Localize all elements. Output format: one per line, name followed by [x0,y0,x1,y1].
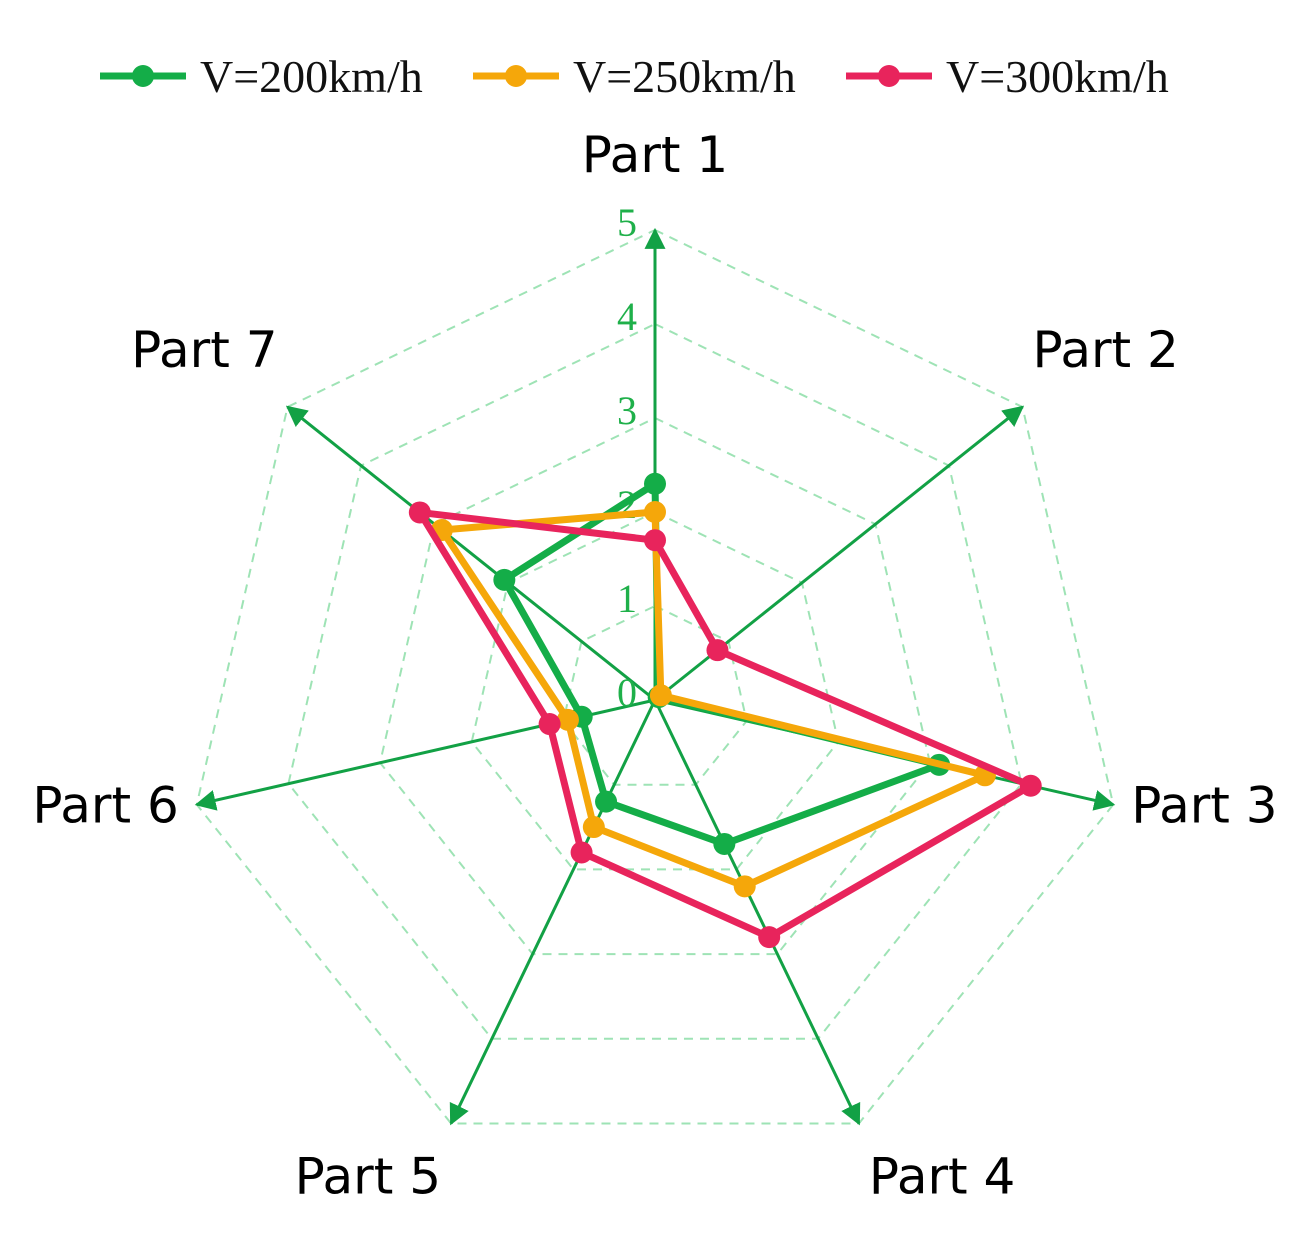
series-3-point-2 [706,639,729,662]
axis-7 [285,405,656,702]
category-label-2: Part 2 [1032,321,1178,379]
legend-label-3: V=300km/h [946,51,1169,102]
category-label-5: Part 5 [295,1147,441,1205]
series-2-point-5 [582,816,605,839]
category-label-1: Part 1 [582,126,728,184]
series-group [408,472,1042,949]
tick-label-0: 0 [617,670,637,715]
legend-marker-2 [505,65,527,87]
series-2-point-4 [733,875,756,898]
series-1-point-1 [644,472,666,495]
legend: V=200km/h V=250km/h V=300km/h [100,51,1169,102]
grid-ring-3 [378,416,932,956]
series-line-2 [438,508,989,890]
series-2-point-2 [649,684,672,707]
axis-4 [653,699,861,1126]
series-3-point-3 [1019,774,1042,797]
grid-ring-4 [287,322,1023,1040]
legend-label-1: V=200km/h [200,51,423,102]
series-3-point-4 [758,926,781,949]
radar-grid [195,228,1115,1125]
series-1-point-7 [493,568,516,591]
category-label-7: Part 7 [131,321,277,379]
category-label-3: Part 3 [1131,777,1277,835]
legend-label-2: V=250km/h [573,51,796,102]
category-labels: Part 1 Part 2 Part 3 Part 4 Part 5 Part 6 Part… [32,126,1277,1205]
grid-ring-5 [195,228,1115,1125]
legend-marker-1 [132,65,154,87]
series-2-point-6 [556,708,579,731]
tick-label-5: 5 [617,200,637,245]
category-label-4: Part 4 [869,1147,1015,1205]
series-1-point-4 [713,832,736,855]
axis-5 [449,699,657,1126]
tick-label-1: 1 [617,576,637,621]
tick-label-3: 3 [617,388,637,433]
grid-ring-2 [470,510,840,871]
series-3-point-7 [408,501,431,524]
legend-marker-3 [878,65,900,87]
series-3-point-6 [538,713,561,736]
series-line-3 [416,508,1035,941]
series-3-point-5 [570,841,593,864]
series-1-point-5 [595,790,618,813]
series-3-point-1 [644,529,666,552]
tick-label-4: 4 [617,294,637,339]
series-2-point-1 [644,501,666,523]
category-label-6: Part 6 [32,777,178,835]
